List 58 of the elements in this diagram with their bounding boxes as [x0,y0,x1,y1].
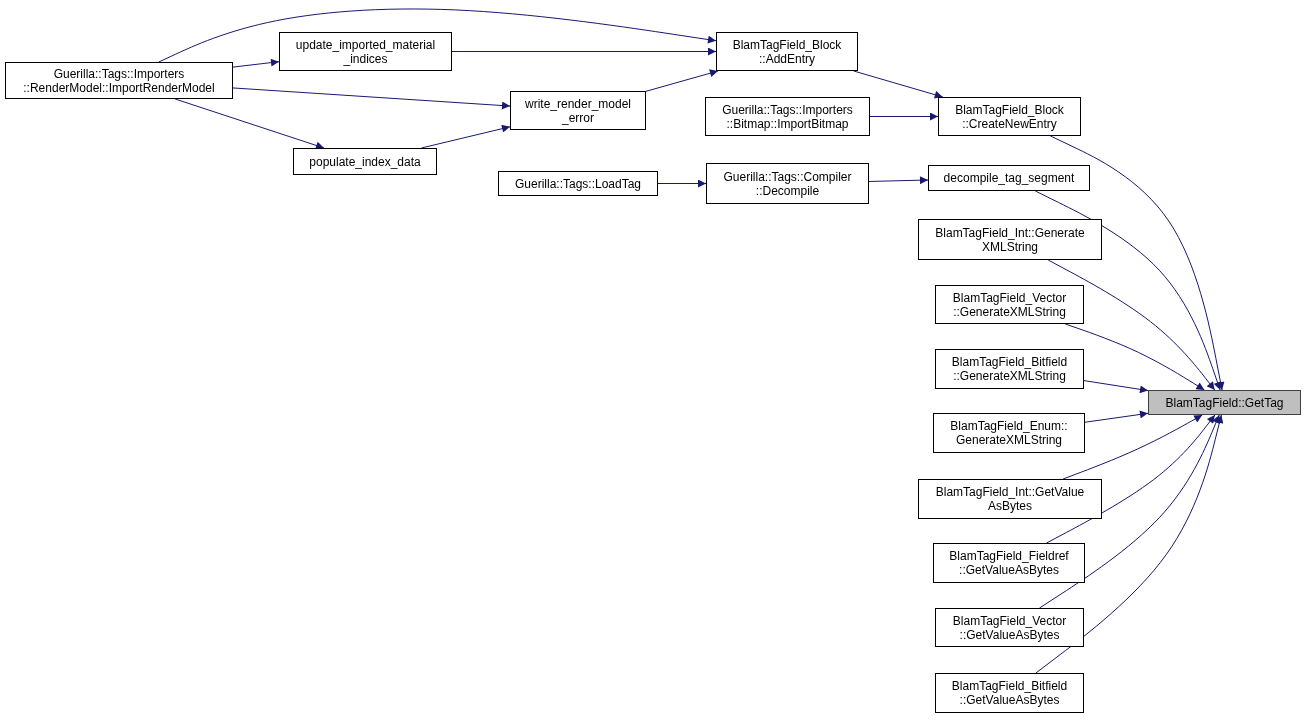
function-name: BlamTagField_Block ::CreateNewEntry [954,102,1065,131]
function-box [928,165,1090,191]
arrow [174,98,325,150]
arrow [645,69,719,92]
arrow [1050,135,1225,391]
arrow [1047,259,1216,391]
arrow [869,112,939,121]
function-box [935,285,1084,324]
function-box [933,413,1085,453]
function-name: Guerilla::Tags::Compiler ::Decompile [722,169,853,198]
arrow [158,8,717,63]
arrow [1039,414,1220,609]
function-box [933,543,1085,583]
function-name: Guerilla::Tags::Importers ::Bitmap::ImportBitmap [721,102,854,131]
function-name: update_imported_material _indices [294,37,437,66]
arrow [1062,414,1203,480]
function-box [938,97,1081,136]
function-name: BlamTagField_Vector ::GenerateXMLString [951,290,1068,319]
arrow [232,87,511,110]
function-name: BlamTagField_Enum:: GenerateXMLString [949,419,1069,447]
arrow [1083,380,1149,394]
function-name: write_render_model _error [523,96,633,125]
function-name: populate_index_data [308,154,422,169]
arrow [853,70,944,99]
function-name: BlamTagField_Block ::AddEntry [731,37,843,66]
arrow [1035,414,1224,674]
function-box [1148,390,1301,415]
function-name: BlamTagField_Int::GetValue AsBytes [934,485,1086,513]
arrow [1046,414,1216,544]
function-box [705,97,870,136]
arrow [232,58,280,68]
function-name: BlamTagField_Bitfield ::GenerateXMLString [950,355,1069,383]
function-box [510,91,646,130]
function-box [935,608,1084,647]
function-box [498,171,658,196]
function-box [935,349,1084,389]
function-box [5,62,233,99]
arrow [1084,410,1149,423]
function-name: decompile_tag_segment [942,171,1076,185]
function-name: BlamTagField_Bitfield ::GetValueAsBytes [950,679,1069,707]
arrow [1034,190,1222,391]
function-name: BlamTagField::GetTag [1164,395,1285,410]
function-box [918,219,1102,260]
function-box [293,148,437,175]
function-box [716,32,858,71]
function-name: Guerilla::Tags::Importers ::RenderModel::ImportRenderModel [22,66,216,95]
arrow [451,47,717,56]
function-name: BlamTagField_Int::Generate XMLString [934,225,1086,254]
function-box [935,673,1084,713]
function-box [918,479,1102,519]
arrow [657,179,707,188]
function-box [279,32,452,71]
function-name: Guerilla::Tags::LoadTag [513,176,643,191]
function-name: BlamTagField_Fieldref ::GetValueAsBytes [948,549,1070,577]
arrow [1064,323,1205,391]
function-box [706,163,869,204]
function-name: BlamTagField_Vector ::GetValueAsBytes [951,613,1068,642]
arrow [868,176,929,185]
